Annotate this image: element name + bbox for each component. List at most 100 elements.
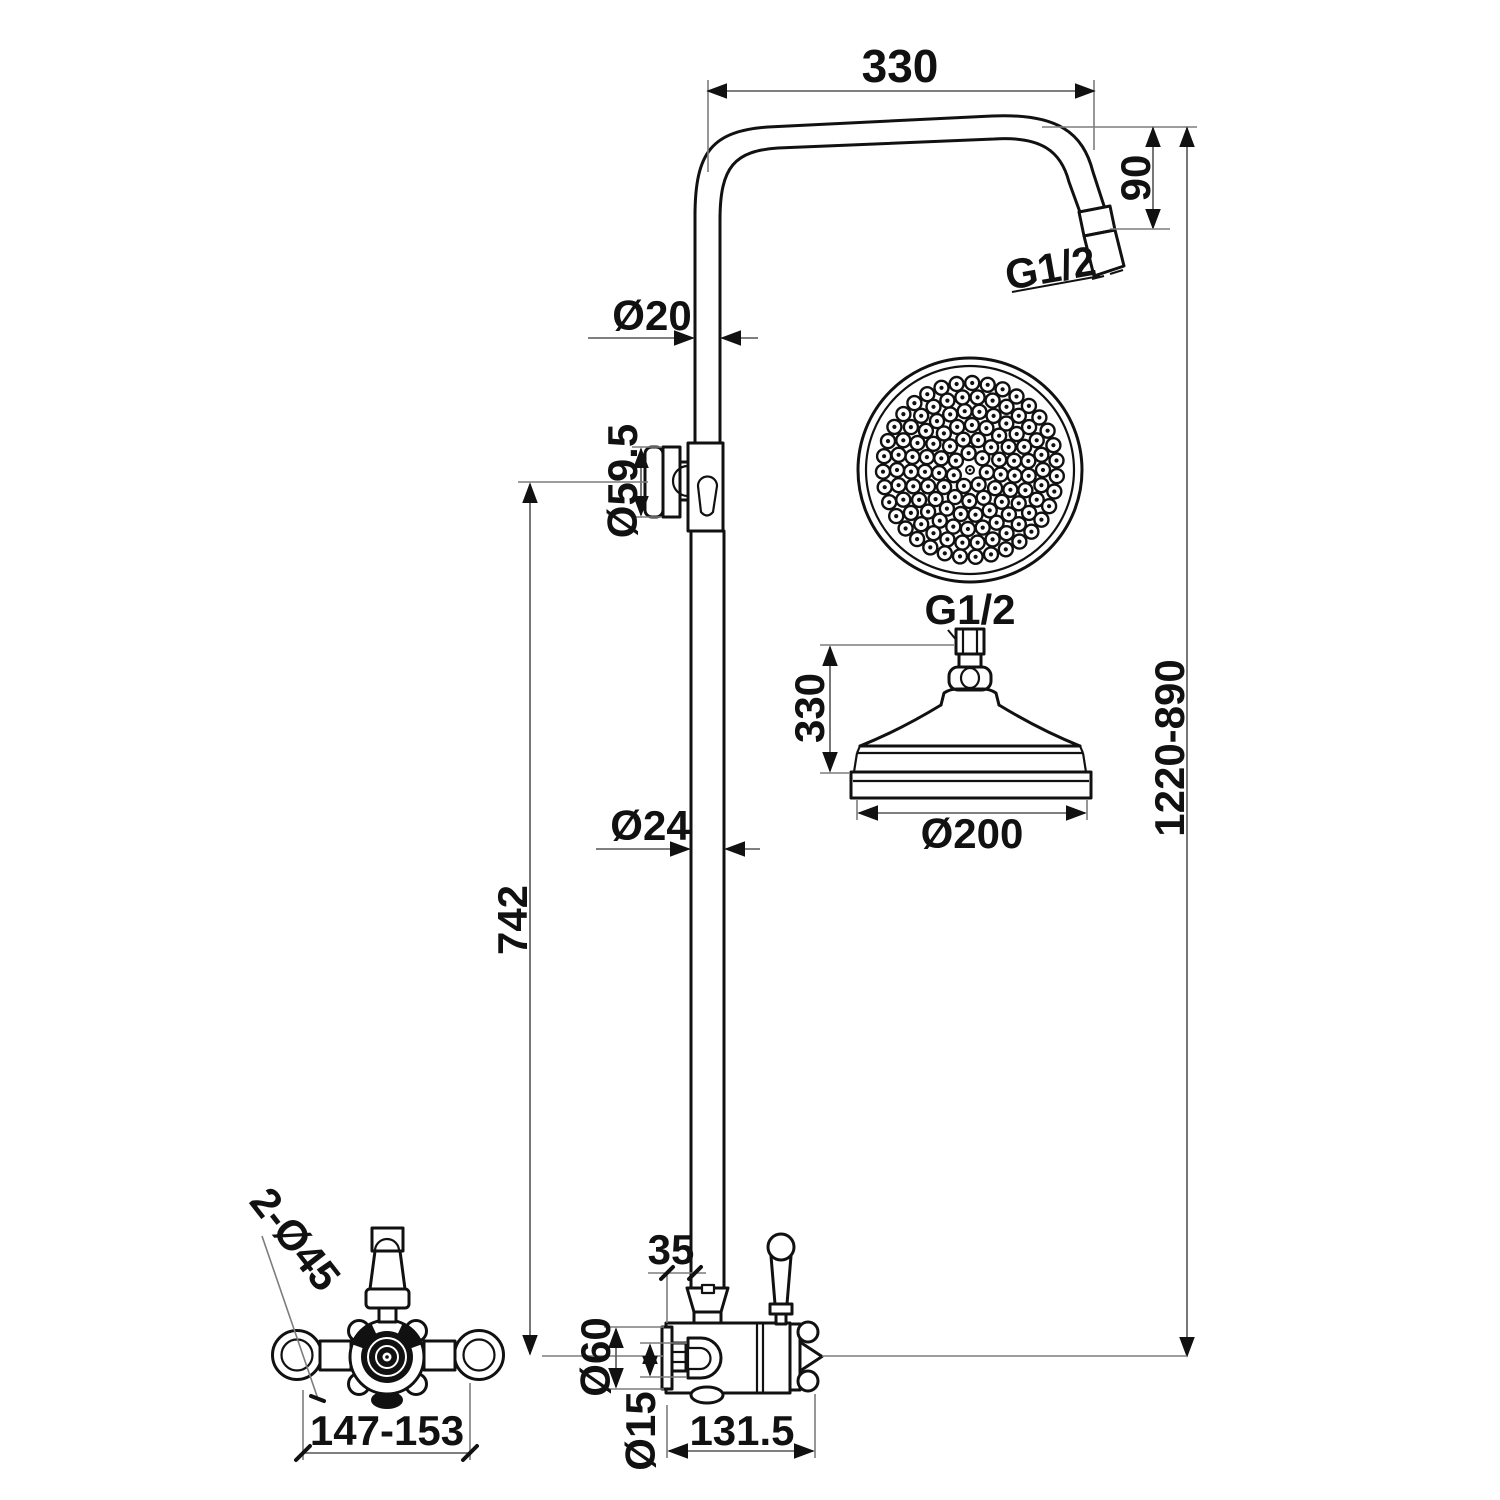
- nozzle: [984, 470, 989, 475]
- nozzle: [945, 537, 950, 542]
- valve-bottom-outlet: [689, 1385, 725, 1405]
- cross-handle-spoke: [796, 1369, 820, 1393]
- valve-side-view: [660, 1232, 824, 1405]
- nozzle: [997, 433, 1002, 438]
- nozzle: [1034, 438, 1039, 443]
- nozzle: [939, 385, 944, 390]
- nozzle-field: [874, 374, 1066, 565]
- nozzle: [1040, 467, 1046, 473]
- dim-inlet-centers: 147-153: [310, 1407, 464, 1454]
- nozzle: [933, 497, 938, 502]
- nozzle: [976, 482, 981, 487]
- cross-handle-cone: [798, 1340, 824, 1373]
- nozzle: [961, 437, 966, 442]
- nozzle: [941, 431, 947, 436]
- nozzle: [894, 514, 899, 519]
- head-thread-nut: [954, 627, 986, 656]
- nozzle: [962, 409, 967, 414]
- nozzle: [999, 499, 1004, 504]
- nozzle: [1034, 497, 1039, 502]
- nozzle: [917, 497, 922, 502]
- dimension-annotations: 330 90 G1/2 1220-890 Ø20 Ø59.5 742 Ø24 G…: [241, 40, 1197, 1471]
- nozzle: [1051, 443, 1056, 448]
- nozzle: [987, 508, 992, 513]
- nozzle: [990, 398, 995, 403]
- nozzle: [973, 512, 978, 517]
- nozzle: [948, 412, 953, 417]
- dim-arm-length: 330: [862, 40, 939, 92]
- nozzle: [887, 500, 892, 505]
- nozzle: [896, 483, 901, 488]
- nozzle: [1026, 473, 1031, 478]
- head-rim-band: [849, 770, 1093, 800]
- label-arm-thread: G1/2: [1001, 237, 1099, 299]
- nozzle: [1026, 403, 1031, 408]
- nozzle: [966, 451, 971, 456]
- nozzle: [882, 454, 887, 459]
- nozzle: [1003, 547, 1008, 552]
- dim-valve-width: 131.5: [689, 1407, 794, 1454]
- nozzle: [973, 554, 978, 559]
- nozzle: [896, 452, 901, 457]
- nozzle: [892, 424, 897, 429]
- bracket-keyhole: [696, 475, 719, 517]
- dim-head-height: 330: [786, 673, 833, 743]
- wall-bracket: [643, 441, 725, 533]
- nozzle: [960, 540, 965, 545]
- nozzle: [1006, 512, 1012, 517]
- nozzle: [882, 485, 887, 490]
- nozzle: [908, 510, 914, 515]
- nozzle: [1054, 474, 1059, 479]
- nozzle: [1004, 404, 1009, 409]
- nozzle: [984, 426, 989, 431]
- nozzle: [1054, 458, 1059, 463]
- nozzle: [1039, 452, 1044, 457]
- nozzle: [955, 424, 960, 429]
- nozzle: [1006, 444, 1011, 450]
- nozzle: [1014, 394, 1019, 399]
- nozzle: [980, 525, 985, 530]
- head-bell-left: [858, 703, 943, 748]
- nozzle: [926, 484, 931, 489]
- label-flange-dia: 2-Ø45: [241, 1179, 350, 1300]
- nozzle: [925, 392, 930, 397]
- nozzle: [924, 455, 930, 460]
- nozzle: [970, 380, 975, 386]
- nozzle: [942, 484, 947, 490]
- nozzle: [911, 484, 916, 489]
- nozzle: [1016, 501, 1021, 506]
- nozzle: [931, 531, 936, 536]
- nozzle: [901, 497, 906, 502]
- riser-pipe: [689, 529, 726, 1290]
- dim-riser-length: 742: [489, 885, 536, 955]
- nozzle: [1029, 529, 1034, 534]
- arm-thread-tip: [1082, 228, 1126, 278]
- nozzle: [969, 422, 975, 428]
- nozzle: [912, 401, 917, 406]
- nozzle: [975, 395, 980, 400]
- dim-riser-upper-dia: Ø20: [612, 292, 691, 339]
- nozzle: [937, 470, 942, 476]
- nozzle: [952, 495, 958, 500]
- nozzle: [975, 540, 980, 545]
- nozzle: [908, 425, 914, 430]
- cross-handle-spoke: [796, 1320, 820, 1344]
- nozzle: [1047, 504, 1052, 509]
- dim-valve-body-dia: Ø60: [572, 1317, 619, 1396]
- dim-arm-drop: 90: [1112, 155, 1159, 202]
- nozzle: [1008, 487, 1013, 492]
- nozzle: [1004, 531, 1009, 536]
- nozzle: [957, 554, 963, 559]
- front-bottom-stem: [371, 1391, 403, 1409]
- nozzle: [1012, 458, 1017, 463]
- nozzle: [965, 526, 971, 532]
- nozzle: [990, 537, 995, 542]
- nozzle: [1052, 489, 1057, 494]
- label-head-thread: G1/2: [924, 586, 1015, 633]
- nozzle: [915, 440, 920, 446]
- nozzle: [998, 472, 1003, 477]
- nozzle: [989, 445, 994, 450]
- nozzle: [976, 438, 981, 443]
- dim-bracket-dia: Ø59.5: [599, 424, 646, 538]
